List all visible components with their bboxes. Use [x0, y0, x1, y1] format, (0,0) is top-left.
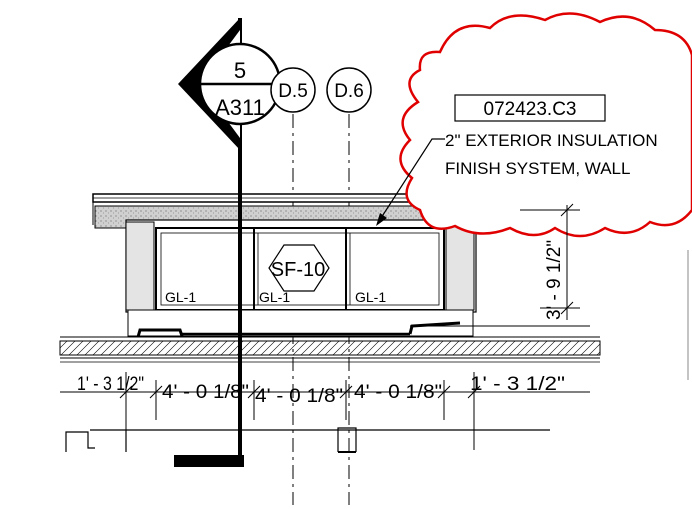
dimension-text-2: 4' - 0 1/8" — [162, 382, 249, 403]
section-sheet: A311 — [215, 95, 265, 120]
dimension-text-1: 1' - 3 1/2" — [77, 374, 144, 395]
horizontal-dimension — [60, 372, 590, 450]
grid-bubble-d5 — [270, 67, 316, 113]
dimension-text-3: 4' - 0 1/8" — [255, 386, 343, 407]
vertical-dimension — [520, 203, 580, 320]
vertical-dimension-text: 3' - 9 1/2" — [544, 240, 565, 320]
keynote-line-1: 2" EXTERIOR INSULATION — [445, 131, 658, 150]
keynote-line-2: FINISH SYSTEM, WALL — [445, 159, 630, 178]
glazing-label-3: GL-1 — [355, 289, 386, 305]
dimension-text-5: 1' - 3 1/2" — [470, 374, 565, 395]
roof-insulation — [59, 336, 601, 363]
storefront-tag-text: SF-10 — [271, 259, 325, 281]
section-marker — [174, 18, 282, 467]
revision-cloud — [399, 12, 692, 238]
grid-label-d6: D.6 — [334, 81, 364, 102]
dimension-text-4: 4' - 0 1/8" — [354, 382, 442, 403]
storefront-tag-hexagon — [268, 244, 330, 292]
lower-structure — [65, 427, 550, 453]
keynote-tag-box — [454, 94, 606, 122]
section-number: 5 — [234, 58, 246, 83]
keynote-tag: 072423.C3 — [484, 99, 577, 120]
grid-bubble-d6 — [326, 67, 372, 113]
grid-label-d5: D.5 — [278, 81, 308, 102]
glazing-label-1: GL-1 — [165, 289, 196, 305]
keynote-leader — [376, 138, 445, 226]
sill-flashing — [127, 309, 590, 338]
glazing-label-2: GL-1 — [259, 289, 290, 305]
